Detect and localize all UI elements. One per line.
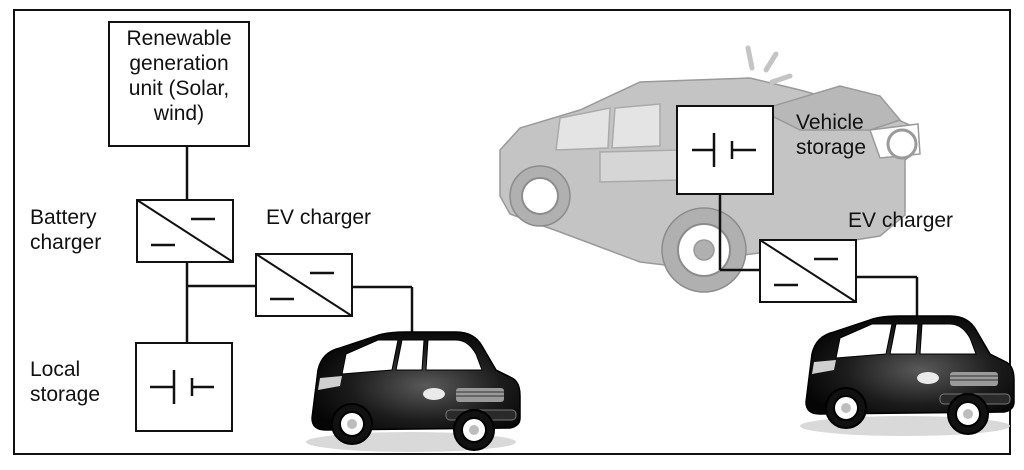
generation-line-4: wind) [153, 102, 205, 125]
battery-charger-line-2: charger [30, 231, 102, 254]
local-storage-line-2: storage [30, 383, 101, 406]
battery-charger-converter-icon [135, 198, 235, 264]
ev-charger-label-right: EV charger [848, 209, 954, 232]
right-wires [718, 195, 919, 322]
renewable-generation-unit-label: Renewable generation unit (Solar, wind) [109, 26, 249, 126]
battery-charger-label: Battery charger [30, 205, 101, 255]
ev-charger-converter-icon [254, 252, 354, 318]
local-storage-box [135, 342, 233, 432]
left-wires [185, 146, 414, 343]
vehicle-storage-line-1: Vehicle [796, 111, 864, 134]
renewable-generation-unit-box [108, 21, 250, 147]
tow-truck-icon [499, 77, 921, 293]
vehicle-storage-line-2: storage [796, 136, 867, 159]
ev-charger-converter-icon-right [758, 238, 858, 304]
battery-icon [692, 133, 756, 167]
generation-line-1: Renewable [126, 27, 232, 50]
truck-light-rays [745, 45, 793, 85]
outer-frame [13, 9, 1011, 455]
generation-line-2: generation [129, 52, 229, 75]
generation-line-3: unit (Solar, [128, 77, 230, 100]
ev-charger-label: EV charger [266, 206, 372, 229]
suv-icon-right [799, 315, 1015, 437]
local-storage-label: Local storage [30, 357, 100, 407]
suv-icon [305, 331, 521, 453]
vehicle-storage-label: Vehicle storage [796, 110, 866, 160]
battery-icon [150, 370, 214, 404]
local-storage-line-1: Local [30, 358, 81, 381]
battery-charger-line-1: Battery [30, 206, 97, 229]
vehicle-storage-box [676, 105, 774, 195]
